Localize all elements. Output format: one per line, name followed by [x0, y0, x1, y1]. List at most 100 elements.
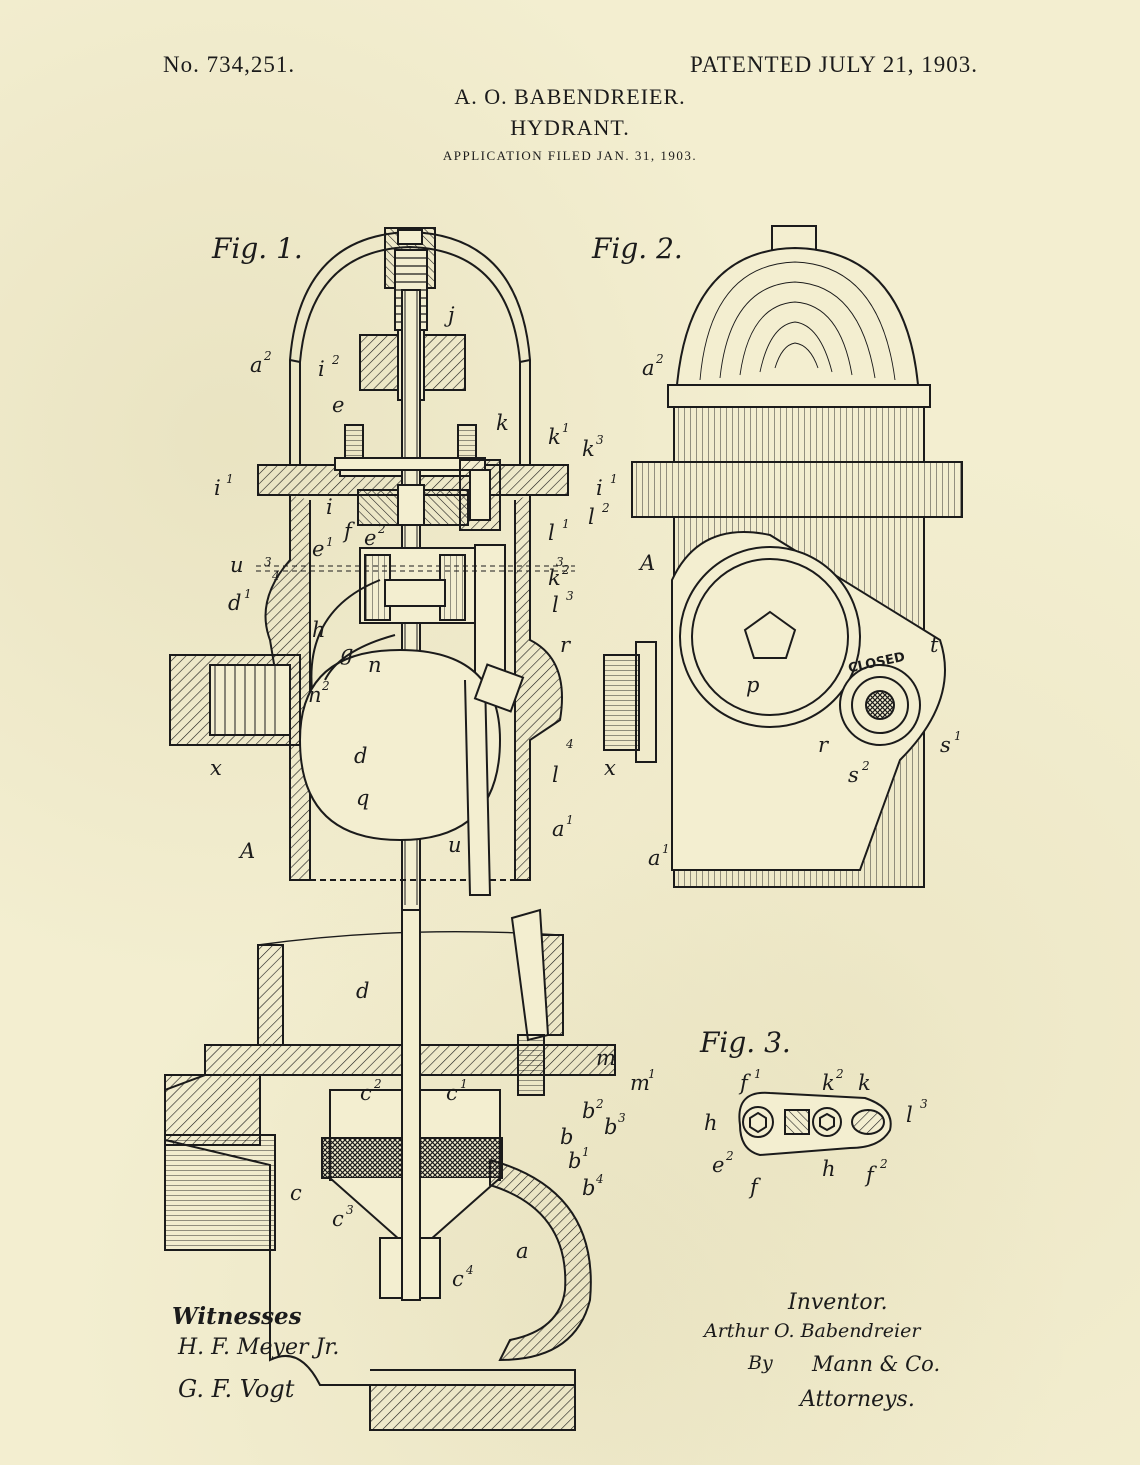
fig1-upper-section	[169, 227, 575, 911]
svg-text:4: 4	[465, 1263, 474, 1277]
attorneys-label: Attorneys.	[800, 1387, 915, 1412]
svg-text:1: 1	[566, 813, 574, 827]
witnesses-label: Witnesses	[172, 1303, 302, 1330]
witness-signature-1: H. F. Meyer Jr.	[178, 1335, 340, 1360]
application-filed: APPLICATION FILED JAN. 31, 1903.	[442, 148, 698, 163]
label-fig3-l3: l	[906, 1103, 913, 1127]
svg-text:3: 3	[346, 1203, 354, 1217]
label-d-lower: d	[356, 979, 369, 1003]
fig1-lower-section	[164, 908, 616, 1431]
patent-number: No. 734,251.	[163, 52, 296, 77]
label-c4: c	[452, 1267, 464, 1291]
label-fig2-s1: s	[940, 733, 951, 757]
label-fig3-f1: f	[738, 1071, 751, 1095]
label-l: l	[552, 763, 559, 787]
label-k: k	[496, 411, 509, 435]
by-label: By	[748, 1352, 773, 1374]
label-e1: e	[312, 537, 324, 561]
svg-text:2: 2	[725, 1149, 734, 1163]
inventor-signature: Arthur O. Babendreier	[704, 1320, 921, 1342]
label-h: h	[312, 618, 326, 642]
svg-text:1: 1	[460, 1077, 468, 1091]
svg-text:1: 1	[244, 587, 252, 601]
svg-text:1: 1	[648, 1067, 656, 1081]
label-fig2-t: t	[930, 633, 939, 657]
svg-text:2: 2	[601, 501, 610, 515]
svg-text:2: 2	[373, 1077, 382, 1091]
label-u: u	[448, 833, 462, 857]
svg-text:2: 2	[561, 563, 570, 577]
label-d1: d	[228, 591, 241, 615]
fig1-caption: Fig. 1.	[211, 232, 303, 265]
label-fig2-s2: s	[848, 763, 859, 787]
label-fig3-e2: e	[712, 1153, 724, 1177]
svg-text:3: 3	[596, 433, 604, 447]
svg-text:3: 3	[920, 1097, 928, 1111]
svg-text:1: 1	[582, 1145, 590, 1159]
label-n: n	[368, 653, 382, 677]
svg-text:2: 2	[321, 679, 330, 693]
svg-text:2: 2	[377, 522, 386, 536]
patent-title: HYDRANT.	[510, 115, 630, 140]
svg-text:3: 3	[566, 589, 574, 603]
label-b2: b	[582, 1099, 595, 1123]
label-fig3-k: k	[858, 1071, 871, 1095]
label-e2: e	[364, 526, 376, 550]
label-fig2-i1: i	[596, 476, 603, 500]
label-section-3: 3	[264, 555, 272, 569]
svg-text:2: 2	[861, 759, 870, 773]
inventor-name: A. O. BABENDREIER.	[454, 84, 686, 109]
svg-text:1: 1	[610, 472, 618, 486]
label-b4: b	[582, 1176, 595, 1200]
label-u-top: u	[230, 553, 244, 577]
label-fig2-A: A	[638, 551, 655, 575]
svg-text:1: 1	[562, 421, 570, 435]
label-l3: l	[552, 593, 559, 617]
label-fig3-f: f	[748, 1175, 761, 1199]
label-k3: k	[582, 437, 595, 461]
svg-text:1: 1	[226, 472, 234, 486]
label-fig2-p: p	[746, 673, 759, 697]
label-c2: c	[360, 1081, 372, 1105]
label-a2: a	[250, 353, 263, 377]
svg-text:1: 1	[326, 535, 334, 549]
svg-text:2: 2	[595, 1097, 604, 1111]
label-i2: i	[318, 357, 325, 381]
svg-text:2: 2	[835, 1067, 844, 1081]
label-i: i	[326, 495, 333, 519]
label-fig3-k2: k	[822, 1071, 835, 1095]
label-b: b	[560, 1125, 573, 1149]
label-fig2-x: x	[604, 756, 616, 780]
label-e: e	[332, 393, 344, 417]
label-fig3-h: h	[822, 1157, 836, 1181]
label-fig2-a2: a	[642, 356, 655, 380]
label-section-4: 4	[271, 569, 280, 583]
label-q: q	[356, 786, 369, 810]
label-k1: k	[548, 425, 561, 449]
label-m: m	[596, 1046, 616, 1070]
witness-signature-2: G. F. Vogt	[178, 1375, 295, 1403]
svg-text:1: 1	[954, 729, 962, 743]
label-i1: i	[214, 476, 221, 500]
label-A: A	[238, 839, 255, 863]
svg-text:2: 2	[331, 353, 340, 367]
inventor-label: Inventor.	[788, 1290, 888, 1315]
label-n2: n	[308, 683, 322, 707]
label-r: r	[560, 633, 572, 657]
fig1-reference-labels: j a 2 i 2 e k k 1 k 3 i 1 i l 2 l 1 f e …	[210, 303, 656, 1291]
label-fig2-a1: a	[648, 846, 661, 870]
label-c1: c	[446, 1081, 458, 1105]
svg-text:2: 2	[263, 349, 272, 363]
svg-text:2: 2	[655, 352, 664, 366]
label-l2: l	[588, 505, 595, 529]
label-b1: b	[568, 1149, 581, 1173]
fig2-exterior-view	[603, 225, 963, 888]
svg-text:1: 1	[754, 1067, 762, 1081]
svg-text:4: 4	[595, 1172, 604, 1186]
label-x: x	[210, 756, 222, 780]
fig3-reference-labels: f 1 k 2 k h l 3 e 2 f h f 2	[704, 1067, 928, 1199]
label-fig3-h-left: h	[704, 1111, 718, 1135]
fig3-caption: Fig. 3.	[699, 1026, 791, 1059]
label-f: f	[342, 519, 355, 543]
